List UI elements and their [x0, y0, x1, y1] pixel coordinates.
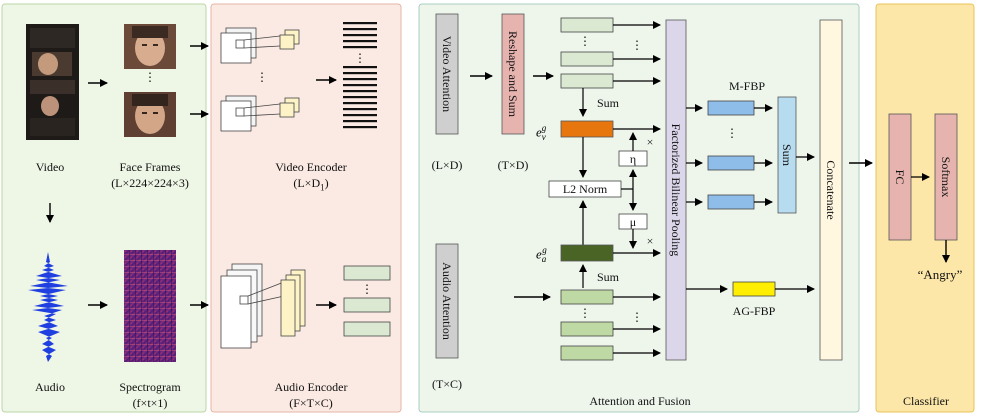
ev-sub: v — [541, 131, 546, 142]
reshape-sum-label: Reshape and Sum — [506, 31, 520, 117]
face-frames-dim: (L×224×224×3) — [111, 176, 189, 190]
video-feature-rows — [560, 17, 614, 89]
attention-fusion-label: Attention and Fusion — [589, 394, 691, 408]
audio-attention-dim: (T×C) — [431, 377, 463, 391]
audio-attention-label: Audio Attention — [440, 262, 454, 340]
audio-encoder-label: Audio Encoder — [274, 380, 348, 394]
times-bottom-label: × — [646, 234, 654, 248]
sum-bar — [777, 96, 797, 214]
fbp-bar — [665, 19, 687, 361]
ea-base: e — [536, 246, 542, 262]
audio-encoder-dim: (F×T×C) — [289, 396, 333, 410]
l2-norm-label: L2 Norm — [562, 182, 608, 196]
eta-label: η — [629, 152, 637, 166]
audio-feature-blocks — [343, 265, 391, 337]
concat-bar — [819, 19, 843, 361]
face-frames-label: Face Frames — [119, 160, 181, 174]
ea-label: eag — [536, 243, 547, 266]
ev-base: e — [536, 124, 542, 140]
ea-sup: g — [542, 245, 547, 255]
reshape-sum-dim: (T×D) — [497, 158, 529, 172]
audio-label: Audio — [35, 380, 65, 394]
spectrogram-dim: (f×t×1) — [132, 396, 168, 410]
fc-label: FC — [893, 169, 907, 185]
ea-box — [560, 244, 614, 262]
fbp-label: Factorized Bilinear Pooling — [669, 123, 683, 257]
video-cnn-top — [220, 27, 300, 64]
video-filmstrip — [26, 24, 79, 140]
m-fbp-label: M-FBP — [728, 79, 766, 93]
audio-feature-rows — [560, 289, 614, 361]
m-fbp-blocks — [707, 100, 755, 210]
classifier-label: Classifier — [903, 394, 949, 408]
video-encoder-dim: (L×D1) — [276, 176, 346, 194]
classifier-panel — [875, 3, 975, 413]
face-frame-top — [124, 24, 176, 69]
video-label: Video — [35, 160, 65, 174]
ev-box — [560, 120, 614, 138]
sum-top-label: Sum — [596, 96, 619, 110]
video-rows-dots-left: ⋮ — [579, 34, 591, 48]
video-rows-to-fbp — [613, 21, 661, 85]
video-encoder-label: Video Encoder — [275, 160, 347, 174]
video-encoder-dim-close: ) — [324, 176, 329, 190]
video-stripe-dots: ⋮ — [354, 51, 366, 65]
video-encoder-dim-sub: 1 — [320, 182, 325, 193]
video-encoder-cnn-dots: ⋮ — [256, 70, 268, 84]
ev-sup: g — [541, 123, 547, 133]
audio-feature-dots: ⋮ — [361, 282, 373, 296]
spectrogram-label: Spectrogram — [119, 380, 181, 394]
video-feature-stripes — [343, 22, 377, 129]
concatenate-label: Concatenate — [824, 160, 838, 220]
sum-vertical-label: Sum — [780, 143, 794, 166]
video-cnn-bottom — [220, 95, 300, 132]
face-frames-dots: ⋮ — [144, 70, 156, 84]
video-encoder-dim-main: (L×D — [293, 176, 321, 190]
audio-rows-dots-right: ⋮ — [631, 310, 643, 324]
softmax-label: Softmax — [939, 156, 953, 198]
audio-cnn — [220, 263, 306, 349]
spectrogram-image — [124, 250, 176, 362]
ag-fbp-block — [732, 281, 776, 297]
ev-label: evg — [536, 121, 546, 144]
m-fbp-dots: ⋮ — [726, 126, 738, 140]
video-rows-dots-right: ⋮ — [631, 38, 643, 52]
face-frame-bottom — [124, 92, 176, 137]
output-label: “Angry” — [917, 267, 963, 282]
ea-sub: a — [541, 253, 547, 264]
video-attention-label: Video Attention — [440, 35, 454, 113]
audio-attention-box — [435, 243, 459, 359]
encoder-panel — [210, 3, 402, 413]
audio-rows-to-fbp — [613, 293, 661, 357]
video-attention-box — [435, 13, 459, 135]
times-top-label: × — [646, 135, 654, 149]
video-attention-dim: (L×D) — [431, 158, 463, 172]
sum-bottom-label: Sum — [596, 270, 619, 284]
l2-to-eta-mu — [621, 132, 637, 249]
audio-rows-dots-left: ⋮ — [579, 306, 591, 320]
mu-label: μ — [629, 215, 637, 229]
ag-fbp-label: AG-FBP — [732, 304, 776, 318]
audio-waveform — [28, 252, 68, 362]
reshape-sum-box — [501, 13, 525, 135]
fbp-to-m-fbp — [686, 104, 773, 206]
